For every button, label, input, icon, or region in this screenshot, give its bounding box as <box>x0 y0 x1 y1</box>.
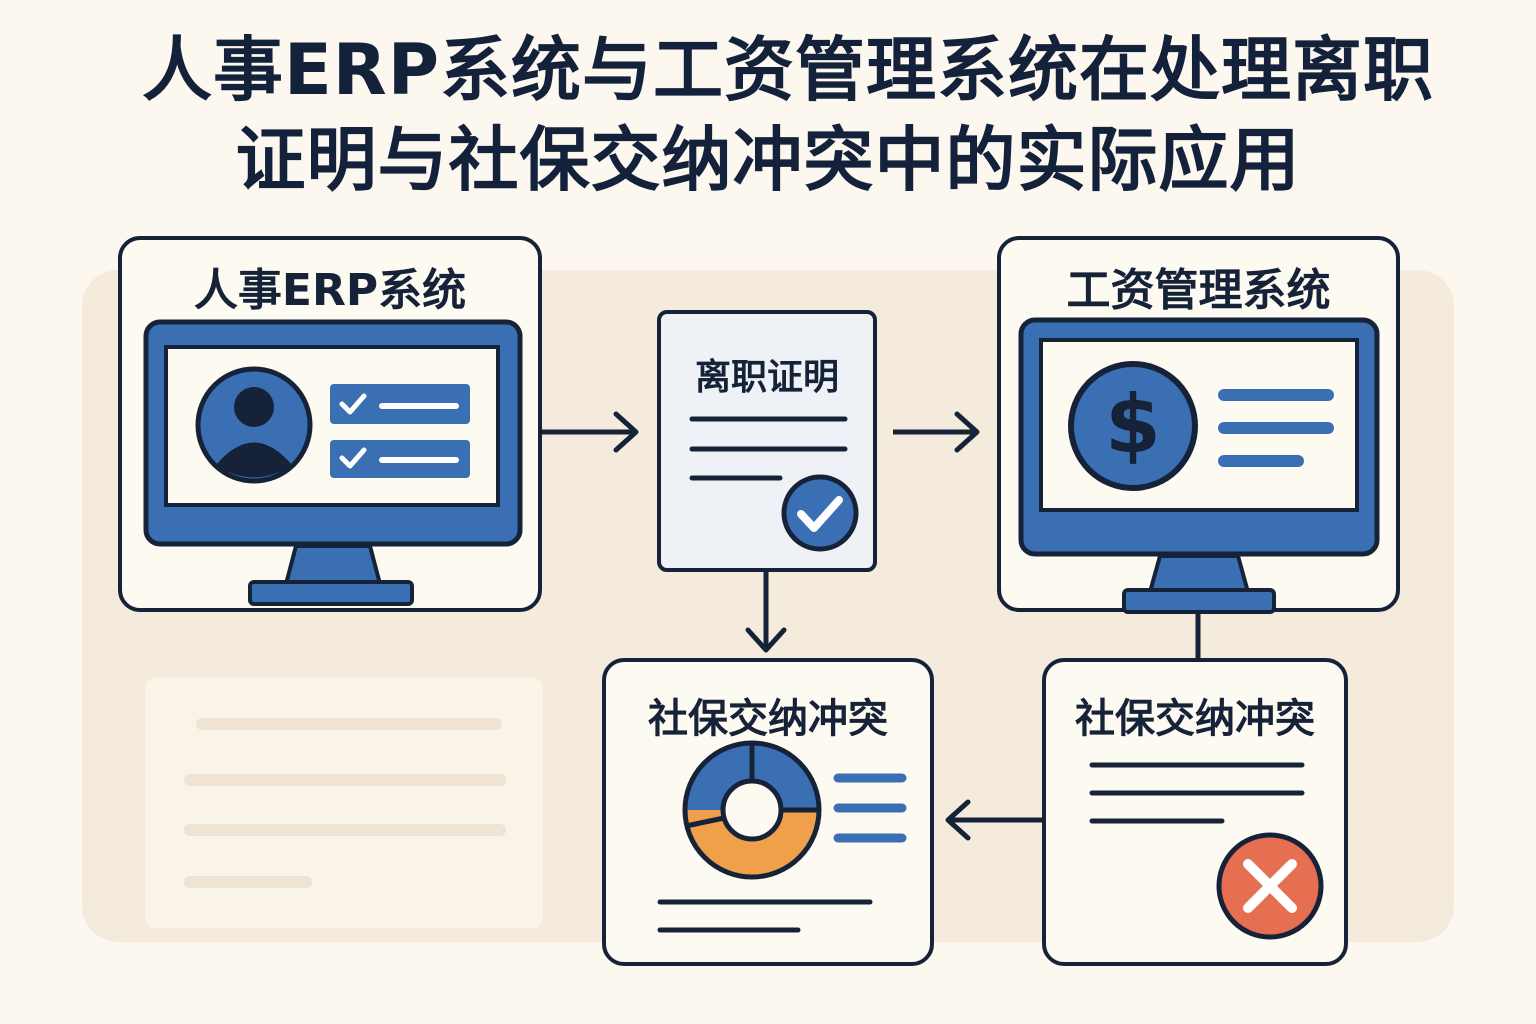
arrow-cert-to-conflict <box>745 572 787 653</box>
arrow-cert-to-payroll <box>893 411 980 453</box>
resignation-cert-label: 离职证明 <box>694 357 839 398</box>
page-title-line-2: 证明与社保交纳冲突中的实际应用 <box>235 119 1301 201</box>
dollar-icon: $ <box>1105 378 1161 471</box>
check-icon <box>339 393 367 415</box>
check-icon <box>339 447 367 469</box>
social-conflict-error-label: 社保交纳冲突 <box>1075 696 1315 742</box>
social-conflict-chart-label: 社保交纳冲突 <box>648 696 888 742</box>
user-avatar-icon <box>195 366 313 484</box>
arrow-hr-to-cert <box>542 411 639 453</box>
monitor-user-checklist-icon <box>143 319 523 606</box>
payroll-label: 工资管理系统 <box>1066 265 1331 316</box>
donut-chart-report-icon <box>657 740 907 933</box>
monitor-dollar-icon: $ <box>1018 317 1380 614</box>
page-title-line-1: 人事ERP系统与工资管理系统在处理离职 <box>141 29 1435 111</box>
arrow-error-to-chart <box>945 799 1042 841</box>
hr-erp-label: 人事ERP系统 <box>193 265 467 316</box>
document-error-icon <box>1089 762 1324 940</box>
document-check-icon <box>689 416 859 552</box>
